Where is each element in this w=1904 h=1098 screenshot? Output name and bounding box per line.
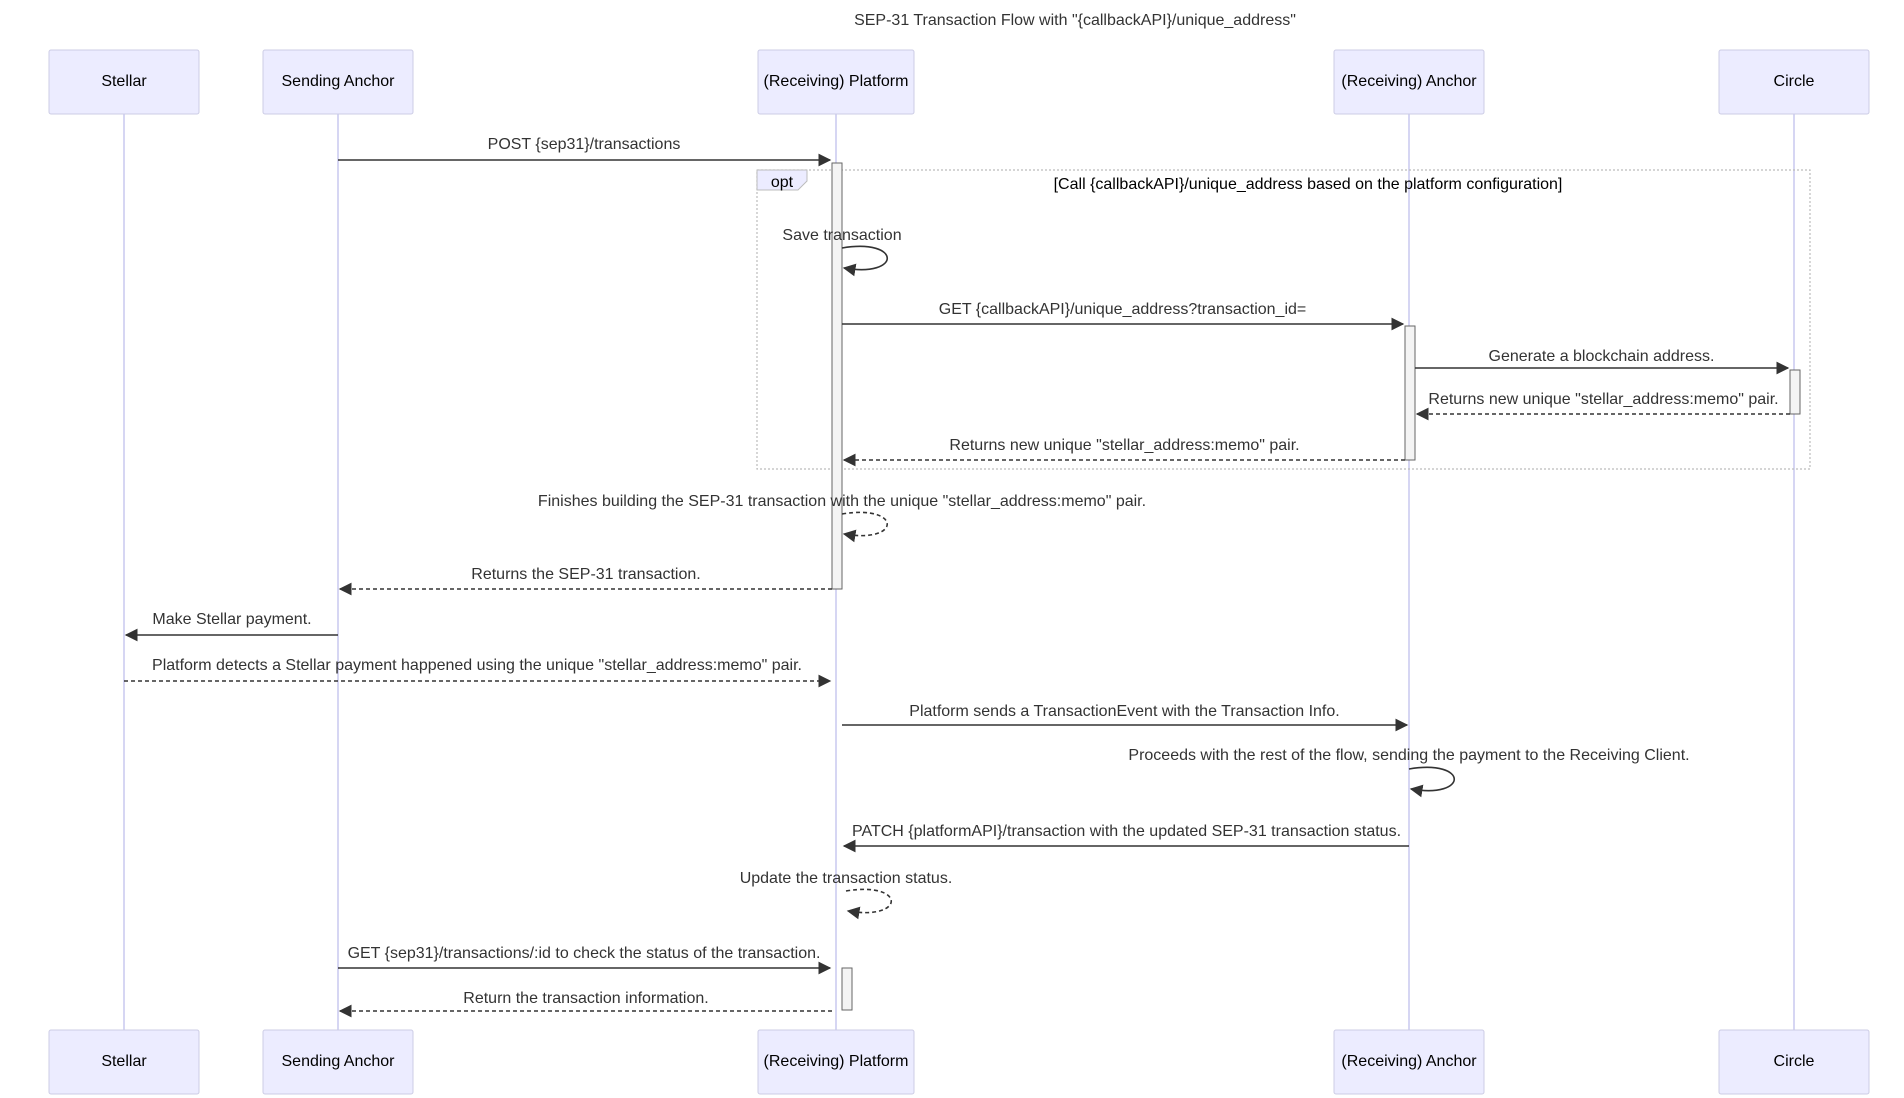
participant-label-platform-bottom: (Receiving) Platform [764, 1053, 909, 1070]
participant-box-anchor-bottom [1333, 1029, 1485, 1095]
activation-platform-status [841, 967, 853, 1011]
participant-label-stellar-top: Stellar [101, 73, 147, 90]
opt-frame [756, 169, 1811, 470]
participant-label-platform-top: (Receiving) Platform [764, 73, 909, 90]
activation-platform-main [831, 162, 843, 590]
diagram-title: SEP-31 Transaction Flow with "{callbackA… [854, 12, 1296, 29]
message-arrow-12 [1408, 766, 1455, 798]
message-label-13: PATCH {platformAPI}/transaction with the… [852, 823, 1401, 840]
message-arrow-14 [845, 888, 892, 920]
message-label-5: Returns new unique "stellar_address:memo… [1428, 391, 1778, 408]
participant-box-sending-bottom [262, 1029, 414, 1095]
participant-box-circle-bottom [1718, 1029, 1870, 1095]
participant-label-circle-top: Circle [1774, 73, 1815, 90]
participant-box-circle-top [1718, 49, 1870, 115]
message-label-6: Returns new unique "stellar_address:memo… [949, 437, 1299, 454]
participant-label-sending-top: Sending Anchor [282, 73, 396, 90]
message-arrow-2 [841, 245, 888, 277]
participant-box-sending-top [262, 49, 414, 115]
opt-fragment: opt [Call {callbackAPI}/unique_address ba… [756, 169, 1811, 470]
message-label-1: POST {sep31}/transactions [488, 136, 681, 153]
opt-tab [756, 169, 808, 191]
participant-box-stellar-bottom [48, 1029, 200, 1095]
message-label-11: Platform sends a TransactionEvent with t… [909, 703, 1339, 720]
participant-box-anchor-top [1333, 49, 1485, 115]
message-label-12: Proceeds with the rest of the flow, send… [1128, 747, 1689, 764]
participant-box-platform-top [757, 49, 915, 115]
message-label-10: Platform detects a Stellar payment happe… [152, 657, 802, 674]
activations [831, 162, 1801, 1011]
activation-anchor-callback [1404, 325, 1416, 461]
message-label-14: Update the transaction status. [740, 870, 953, 887]
message-label-3: GET {callbackAPI}/unique_address?transac… [939, 301, 1307, 318]
opt-label: opt [771, 174, 794, 191]
message-label-9: Make Stellar payment. [152, 611, 311, 628]
message-label-16: Return the transaction information. [463, 990, 708, 1007]
message-label-4: Generate a blockchain address. [1489, 348, 1715, 365]
participant-label-sending-bottom: Sending Anchor [282, 1053, 396, 1070]
activation-circle-generate [1789, 369, 1801, 415]
participant-label-circle-bottom: Circle [1774, 1053, 1815, 1070]
participant-label-anchor-top: (Receiving) Anchor [1341, 73, 1477, 90]
opt-condition: [Call {callbackAPI}/unique_address based… [1054, 176, 1563, 193]
lifelines [123, 114, 1795, 1030]
participant-box-stellar-top [48, 49, 200, 115]
message-label-15: GET {sep31}/transactions/:id to check th… [348, 945, 821, 962]
message-label-8: Returns the SEP-31 transaction. [471, 566, 700, 583]
message-label-2: Save transaction [782, 227, 901, 244]
participant-label-anchor-bottom: (Receiving) Anchor [1341, 1053, 1477, 1070]
message-arrow-7 [841, 511, 888, 543]
participant-label-stellar-bottom: Stellar [101, 1053, 147, 1070]
message-label-7: Finishes building the SEP-31 transaction… [538, 493, 1146, 510]
participant-box-platform-bottom [757, 1029, 915, 1095]
